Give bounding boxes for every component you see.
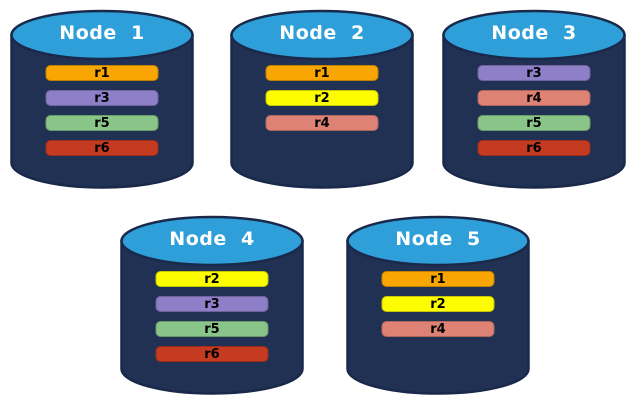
replica-bar-r6: r6: [155, 346, 269, 362]
replica-label: r6: [526, 140, 542, 156]
replica-bar-r3: r3: [155, 296, 269, 312]
replica-bars: r1 r2 r4: [381, 271, 495, 337]
node-cylinder-2: Node 2 r1 r2 r4: [230, 8, 414, 190]
node-title: Node 3: [491, 22, 577, 44]
replica-bar-r3: r3: [45, 90, 159, 106]
cylinder-top-ellipse: [442, 9, 626, 61]
node-title: Node 2: [279, 22, 365, 44]
node-cylinder-5: Node 5 r1 r2 r4: [346, 214, 530, 396]
replica-label: r1: [314, 65, 330, 81]
replica-label: r6: [94, 140, 110, 156]
node-cylinder-1: Node 1 r1 r3 r5 r6: [10, 8, 194, 190]
replica-label: r1: [430, 271, 446, 287]
replica-bar-r5: r5: [477, 115, 591, 131]
replica-bar-r6: r6: [45, 140, 159, 156]
replica-label: r2: [204, 271, 220, 287]
replica-bar-r4: r4: [477, 90, 591, 106]
replica-bar-r4: r4: [381, 321, 495, 337]
replica-bars: r3 r4 r5 r6: [477, 65, 591, 156]
cylinder-top-ellipse: [120, 215, 304, 267]
node-title: Node 5: [395, 228, 481, 250]
node-title: Node 4: [169, 228, 255, 250]
node-title: Node 1: [59, 22, 145, 44]
replica-label: r5: [94, 115, 110, 131]
replica-bar-r1: r1: [265, 65, 379, 81]
node-cylinder-4: Node 4 r2 r3 r5 r6: [120, 214, 304, 396]
node-cylinder-3: Node 3 r3 r4 r5 r6: [442, 8, 626, 190]
replica-label: r6: [204, 346, 220, 362]
replica-bar-r5: r5: [45, 115, 159, 131]
replica-bars: r1 r3 r5 r6: [45, 65, 159, 156]
replica-label: r1: [94, 65, 110, 81]
cylinder-top-ellipse: [230, 9, 414, 61]
replica-label: r3: [526, 65, 542, 81]
replica-label: r2: [314, 90, 330, 106]
replica-bars: r2 r3 r5 r6: [155, 271, 269, 362]
replica-label: r4: [526, 90, 542, 106]
replica-bar-r2: r2: [155, 271, 269, 287]
replica-label: r3: [94, 90, 110, 106]
replica-bar-r3: r3: [477, 65, 591, 81]
replica-bar-r6: r6: [477, 140, 591, 156]
replica-label: r2: [430, 296, 446, 312]
cylinder-top-ellipse: [346, 215, 530, 267]
replica-bar-r4: r4: [265, 115, 379, 131]
replica-bar-r2: r2: [265, 90, 379, 106]
replica-label: r4: [314, 115, 330, 131]
replica-label: r3: [204, 296, 220, 312]
cylinder-top-ellipse: [10, 9, 194, 61]
replica-bar-r2: r2: [381, 296, 495, 312]
replica-bars: r1 r2 r4: [265, 65, 379, 131]
replica-label: r5: [526, 115, 542, 131]
replica-bar-r1: r1: [45, 65, 159, 81]
replica-label: r5: [204, 321, 220, 337]
replica-bar-r5: r5: [155, 321, 269, 337]
replica-label: r4: [430, 321, 446, 337]
replica-bar-r1: r1: [381, 271, 495, 287]
